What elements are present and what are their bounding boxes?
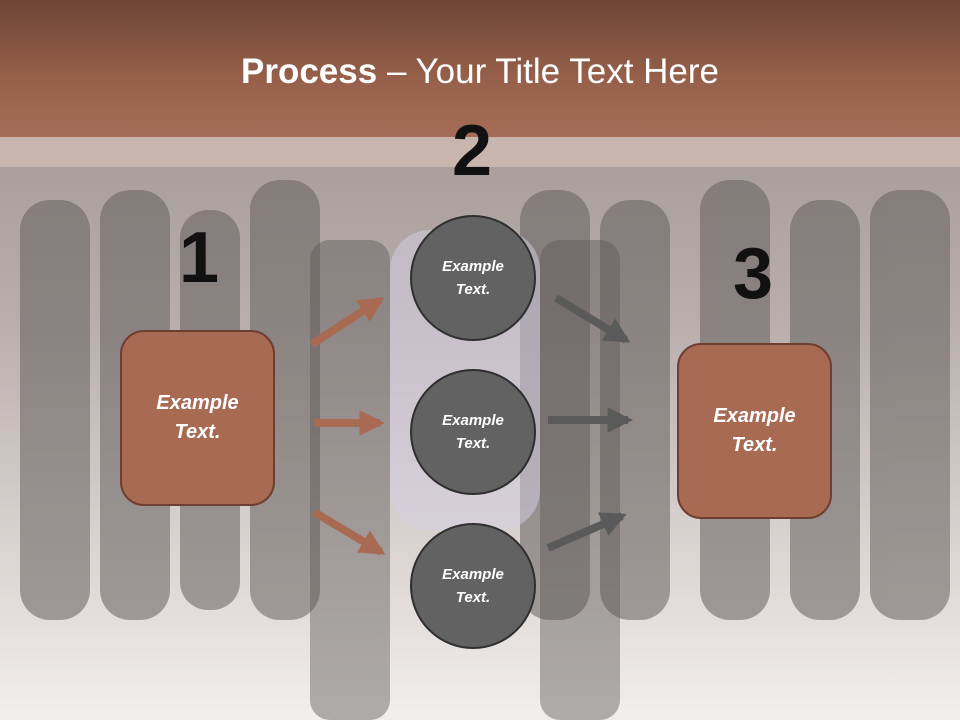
step-2-circle-bottom: Example Text. xyxy=(410,523,536,649)
title-bar xyxy=(0,0,960,137)
arrow-top-to-3 xyxy=(553,294,631,344)
slide-title: Process – Your Title Text Here xyxy=(0,52,960,92)
title-bar-band xyxy=(0,137,960,167)
step-number-1: 1 xyxy=(178,218,220,298)
step-3-box: Example Text. xyxy=(677,343,832,519)
step-2-circle-top: Example Text. xyxy=(410,215,536,341)
step-3-text: Example Text. xyxy=(713,405,796,456)
arrow-1-to-top xyxy=(309,296,385,348)
step-number-3: 3 xyxy=(732,234,774,314)
step-1-box: Example Text. xyxy=(120,330,275,506)
arrow-1-to-bottom xyxy=(311,508,386,556)
arrow-bottom-to-3 xyxy=(546,512,627,552)
circle-bottom-text: Example Text. xyxy=(442,566,504,606)
circle-top-text: Example Text. xyxy=(442,258,504,298)
step-2-circle-middle: Example Text. xyxy=(410,369,536,495)
step-number-2: 2 xyxy=(451,111,493,191)
circle-middle-text: Example Text. xyxy=(442,412,504,452)
title-bold: Process xyxy=(241,52,378,91)
title-rest: – Your Title Text Here xyxy=(377,52,719,91)
step-1-text: Example Text. xyxy=(156,392,239,443)
